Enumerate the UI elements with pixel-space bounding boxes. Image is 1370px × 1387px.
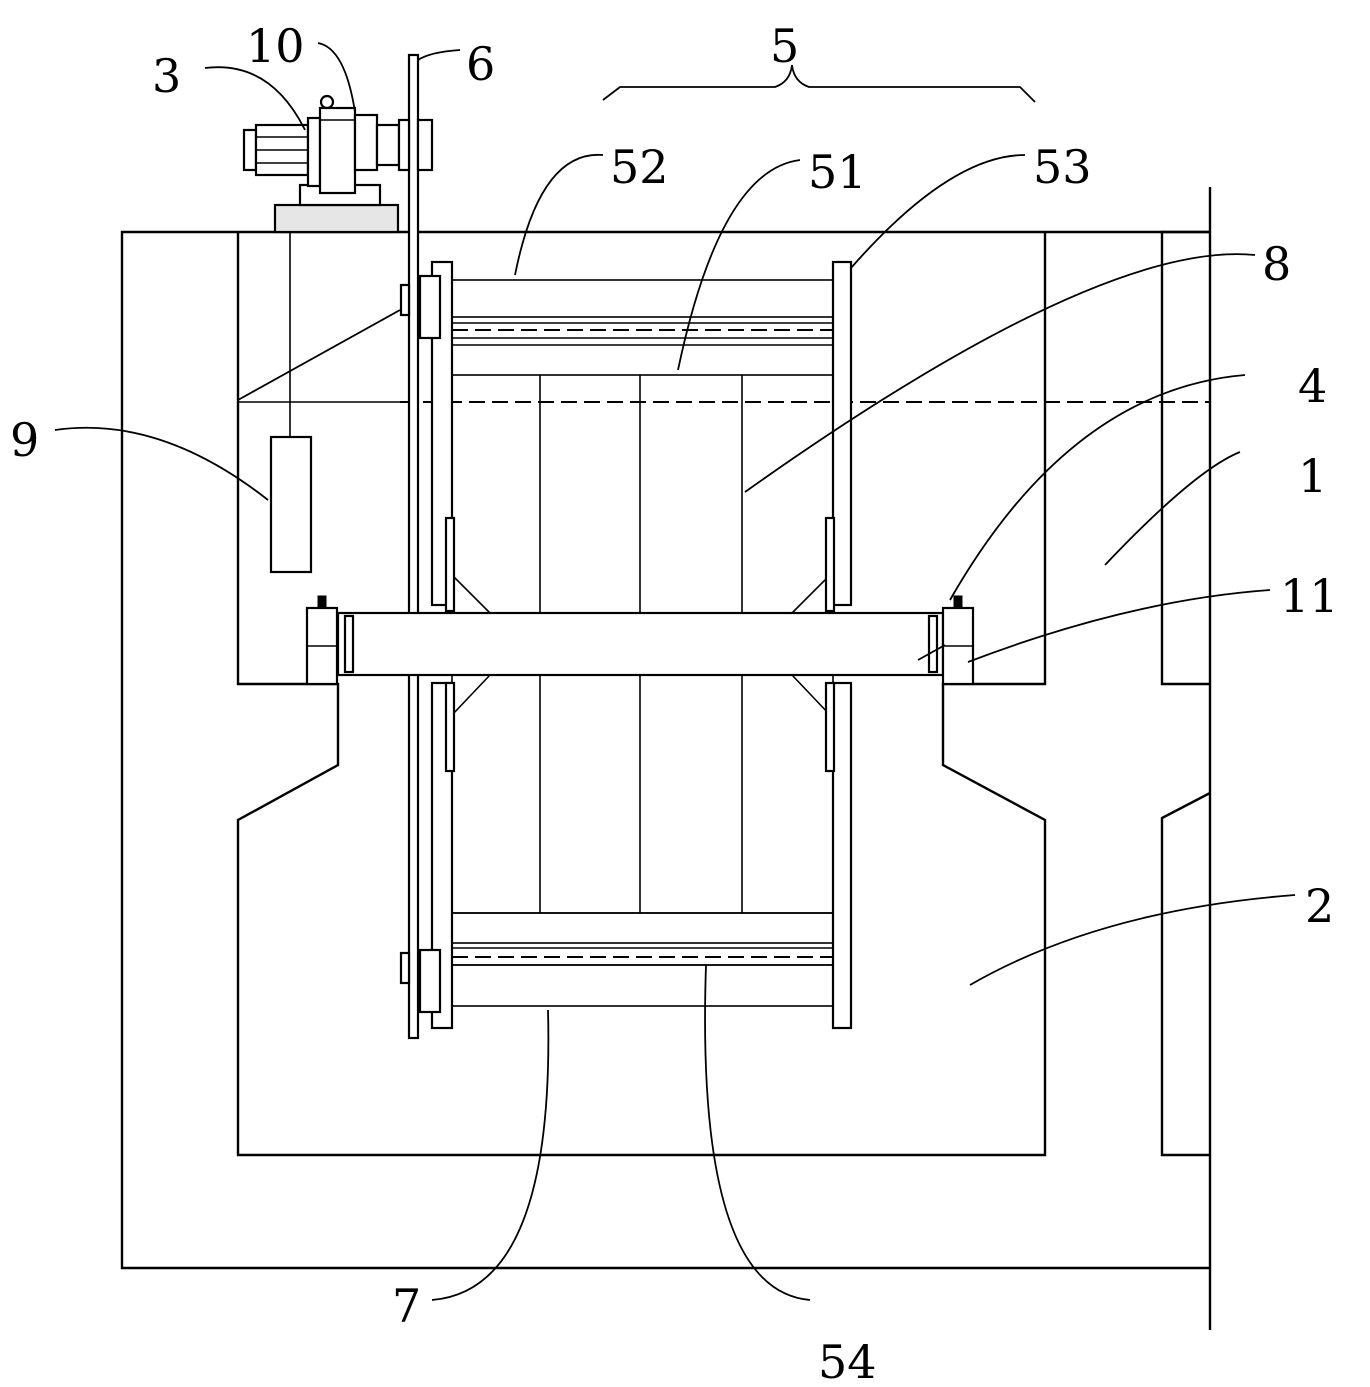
label-1: 1 [1298,449,1327,503]
right-channel [1160,230,1211,1157]
label-7: 7 [392,1279,421,1333]
label-3: 3 [152,49,181,103]
label-53: 53 [1033,140,1092,194]
inner-channel [236,232,1047,1157]
shaft-8 [336,611,945,677]
motor-unit [242,94,434,234]
label-6: 6 [466,37,495,91]
label-4: 4 [1298,359,1327,413]
label-51: 51 [808,145,867,199]
label-54: 54 [818,1335,877,1387]
label-2: 2 [1305,879,1334,933]
label-8: 8 [1262,237,1291,291]
label-9: 9 [10,413,39,467]
label-10: 10 [246,19,305,73]
plate-6 [399,53,420,1040]
label-5: 5 [770,19,799,73]
outer-frame [120,187,1212,1330]
label-11: 11 [1280,569,1339,623]
bearing-left [305,595,339,686]
bearing-right [941,595,975,686]
leader-lines [54,42,1296,1301]
reference-labels: 3 10 6 5 52 51 53 8 9 4 1 11 2 7 54 [10,19,1339,1387]
label-52: 52 [610,140,669,194]
float-9 [269,232,313,574]
